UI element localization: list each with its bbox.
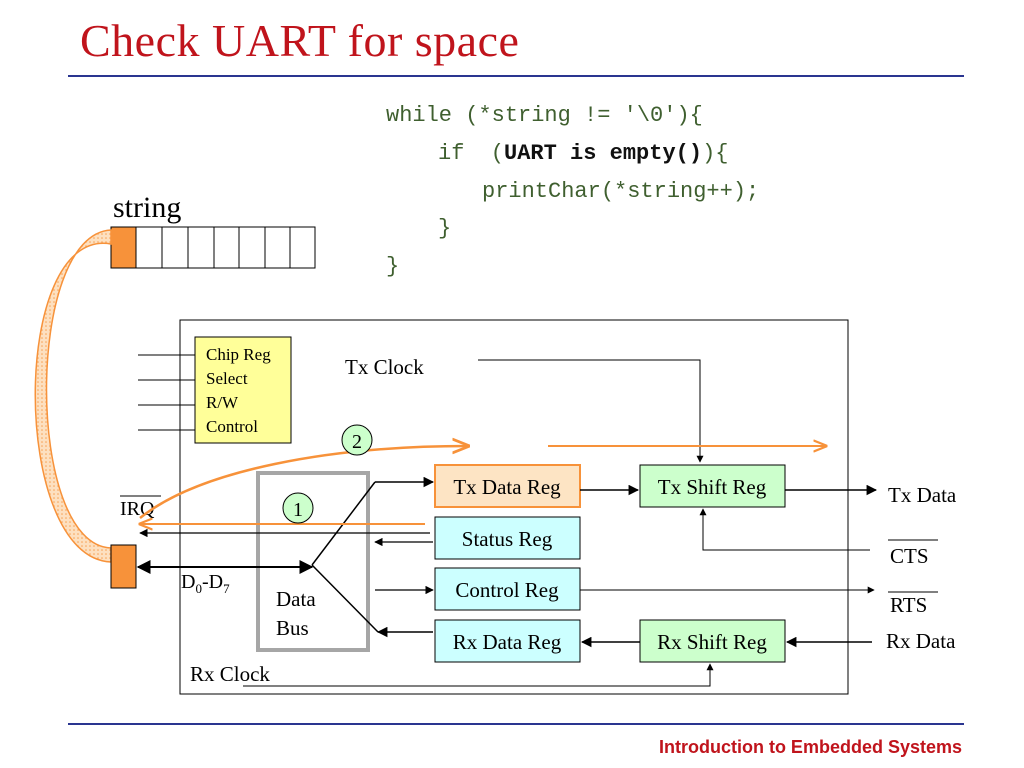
tx-shift-reg (639, 464, 786, 508)
step2-badge (341, 424, 373, 456)
chip-reg-box (194, 336, 292, 444)
data-bus-box (256, 471, 370, 652)
footer-rule (68, 723, 964, 725)
step2-arrow (139, 446, 468, 519)
d-dash: -D (202, 571, 223, 593)
uart-box (179, 319, 849, 695)
title-rule (68, 75, 964, 77)
rx-data-reg (434, 619, 581, 663)
tx-data-signal: Tx Data (888, 483, 957, 507)
control-reg-label: Control Reg (455, 578, 559, 602)
step2-label: 2 (352, 431, 362, 453)
footer-text: Introduction to Embedded Systems (658, 737, 962, 757)
data-bus-line-1: Data (276, 587, 316, 611)
d-bus-label: D0-D7 (181, 571, 230, 596)
chip-reg-line-4: Control (206, 417, 258, 436)
code-line-4: } (438, 216, 452, 241)
rx-shift-reg-label: Rx Shift Reg (657, 630, 767, 654)
code-line-2: if (UART is empty()){ (438, 141, 728, 166)
irq-label: IRQ (120, 498, 155, 520)
d-label: D (181, 571, 195, 593)
step1-label: 1 (293, 499, 303, 521)
cpu-data-port (110, 544, 137, 589)
pointer-curve (34, 229, 112, 563)
cts-signal: CTS (890, 544, 929, 568)
tx-data-reg-label: Tx Data Reg (453, 475, 561, 499)
d-sub-7: 7 (223, 581, 230, 596)
chip-reg-line-1: Chip Reg (206, 345, 271, 364)
code-line-1: while (*string != '\0'){ (386, 103, 703, 128)
step1-badge (282, 492, 314, 524)
status-reg-label: Status Reg (462, 527, 553, 551)
tx-clock-label: Tx Clock (345, 355, 424, 379)
rx-data-signal: Rx Data (886, 629, 956, 653)
code-line-3: printChar(*string++); (482, 179, 760, 204)
d-sub-0: 0 (195, 581, 202, 596)
chip-reg-line-3: R/W (206, 393, 239, 412)
status-reg (434, 516, 581, 560)
chip-reg-line-2: Select (206, 369, 248, 388)
control-reg (434, 567, 581, 611)
rx-data-reg-label: Rx Data Reg (453, 630, 562, 654)
rts-signal: RTS (890, 593, 927, 617)
tx-shift-reg-label: Tx Shift Reg (658, 475, 767, 499)
data-bus-line-2: Bus (276, 616, 309, 640)
code-line-2-prefix: if ( (438, 141, 505, 166)
tx-data-reg (434, 464, 581, 508)
code-line-2-suffix: ){ (702, 141, 729, 166)
string-cell-first (110, 226, 137, 269)
rx-shift-reg (639, 619, 786, 663)
string-array (110, 226, 316, 269)
code-line-2-bold: UART is empty() (504, 141, 703, 166)
string-label: string (113, 191, 181, 224)
rx-clock-label: Rx Clock (190, 662, 270, 686)
string-cells (135, 226, 316, 269)
slide-title: Check UART for space (80, 15, 520, 66)
code-line-5: } (386, 254, 400, 279)
